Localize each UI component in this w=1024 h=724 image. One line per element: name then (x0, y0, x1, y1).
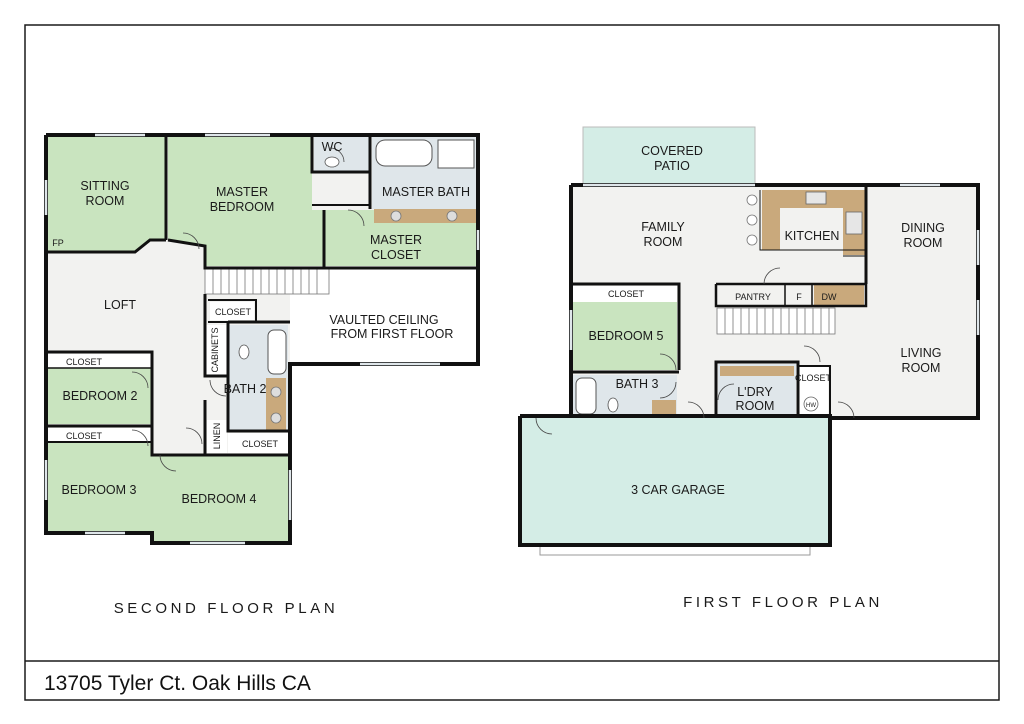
bath3-label: BATH 3 (616, 377, 659, 391)
bedroom2-label: BEDROOM 2 (62, 389, 137, 403)
linen-area (207, 420, 227, 453)
stool-icon (746, 194, 758, 206)
stool-icon (746, 234, 758, 246)
bedroom4-area (152, 455, 288, 541)
closet-bed2 (48, 354, 152, 368)
bathtub-icon (575, 377, 597, 415)
closet-bed5 (573, 286, 677, 302)
laundry-label: ROOM (736, 399, 775, 413)
second-floor-plan: SITTING ROOM MASTER BEDROOM WC MASTER BA… (44, 133, 480, 545)
master-closet-label: MASTER (370, 233, 422, 247)
covered-patio-label: COVERED (641, 144, 703, 158)
bedroom3-label: BEDROOM 3 (61, 483, 136, 497)
family-room-label: ROOM (644, 235, 683, 249)
sitting-room-label: ROOM (86, 194, 125, 208)
closet-label: CLOSET (66, 357, 103, 367)
dining-room-label: DINING (901, 221, 945, 235)
shower-icon (437, 139, 475, 169)
first-floor-plan: COVERED PATIO FAMILY ROOM KITCHEN DINING… (518, 126, 980, 556)
loft-label: LOFT (104, 298, 136, 312)
vaulted-label: FROM FIRST FLOOR (331, 327, 454, 341)
linen-label: LINEN (212, 423, 222, 450)
master-closet-label: CLOSET (371, 248, 421, 262)
staircase (204, 267, 330, 295)
family-room-label: FAMILY (641, 220, 685, 234)
master-bedroom-label: BEDROOM (210, 200, 275, 214)
laundry-counter (720, 366, 794, 376)
bath3-counter (652, 400, 676, 414)
bedroom5-label: BEDROOM 5 (588, 329, 663, 343)
wc-label: WC (322, 140, 343, 154)
garage-area (522, 416, 828, 543)
first-floor-title: FIRST FLOOR PLAN (683, 594, 883, 611)
vaulted-label: VAULTED CEILING (329, 313, 438, 327)
property-address: 13705 Tyler Ct. Oak Hills CA (44, 672, 311, 695)
water-heater-label: HW (806, 403, 816, 409)
stove-icon (845, 211, 863, 235)
bathtub-icon (267, 329, 287, 375)
closet-label: CLOSET (215, 307, 252, 317)
sitting-room-area (48, 137, 166, 252)
dishwasher-label: DW (822, 292, 837, 302)
master-bath-label: MASTER BATH (382, 185, 470, 199)
sink-icon (270, 386, 282, 398)
kitchen-counter (762, 190, 866, 255)
laundry-label: L'DRY (737, 385, 773, 399)
bedroom5-area (573, 302, 677, 370)
fridge-label: F (796, 292, 802, 302)
master-bedroom-area (168, 137, 324, 266)
sink-icon (805, 191, 827, 205)
stool-icon (746, 214, 758, 226)
water-heater-icon (803, 396, 819, 412)
cabinets-area (205, 325, 227, 375)
closet-bath2 (228, 433, 288, 453)
door-swing-icons (131, 147, 365, 472)
toilet-icon (324, 156, 340, 168)
garage-label: 3 CAR GARAGE (631, 483, 725, 497)
second-floor-windows (44, 133, 480, 545)
sink-icon (390, 210, 402, 222)
dining-room-label: ROOM (904, 236, 943, 250)
first-floor-windows (569, 183, 980, 350)
sitting-room-label: SITTING (80, 179, 129, 193)
second-floor-title: SECOND FLOOR PLAN (114, 600, 339, 617)
living-room-label: ROOM (902, 361, 941, 375)
staircase (716, 307, 836, 335)
closet-bed3 (48, 428, 152, 442)
master-bath-counter (374, 209, 476, 223)
closet-label: CLOSET (795, 373, 832, 383)
closet-label: CLOSET (66, 431, 103, 441)
second-floor-walls (44, 133, 480, 545)
closet-label: CLOSET (608, 289, 645, 299)
sink-icon (270, 412, 282, 424)
dw-counter (814, 284, 864, 306)
toilet-icon (238, 344, 250, 360)
bedroom4-label: BEDROOM 4 (181, 492, 256, 506)
covered-patio-label: PATIO (654, 159, 690, 173)
living-room-label: LIVING (901, 346, 942, 360)
closet-loft (210, 302, 254, 320)
master-bedroom-label: MASTER (216, 185, 268, 199)
sink-icon (446, 210, 458, 222)
fireplace-label: FP (52, 238, 64, 248)
cabinets-label: CABINETS (210, 327, 220, 372)
bath2-label: BATH 2 (224, 382, 267, 396)
bedroom3-area (48, 442, 152, 532)
door-swing-icons (535, 267, 855, 435)
bathtub-icon (375, 139, 433, 167)
kitchen-label: KITCHEN (785, 229, 840, 243)
covered-patio-area (582, 126, 756, 186)
toilet-icon (607, 397, 619, 413)
pantry-label: PANTRY (735, 292, 771, 302)
closet-label: CLOSET (242, 439, 279, 449)
